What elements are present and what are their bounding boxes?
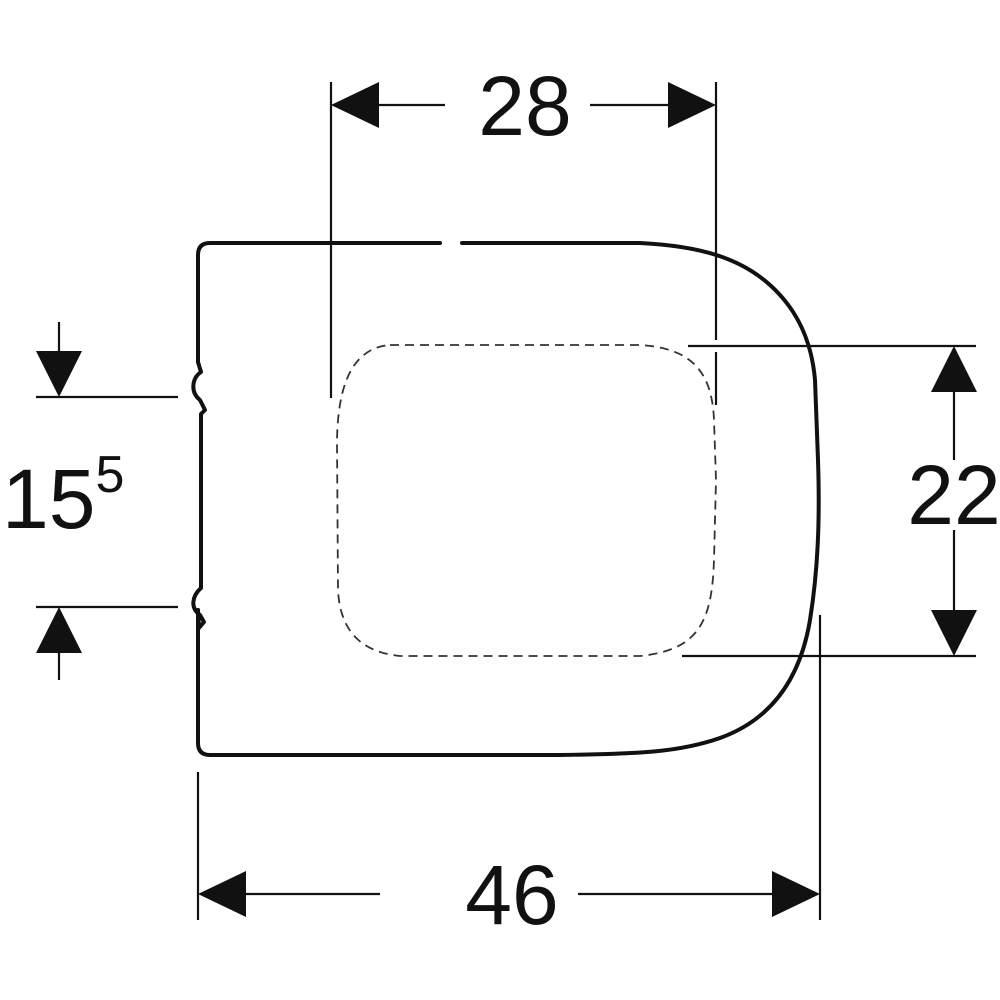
dimension-label-28: 28 — [478, 59, 571, 153]
inner-opening-hidden-line — [336, 344, 717, 657]
arrow-down-icon — [36, 351, 82, 397]
dimension-inner-depth: 22 — [682, 344, 1000, 920]
dimension-label-22: 22 — [907, 448, 1000, 542]
dimension-label-15-5: 155 — [2, 446, 124, 546]
arrow-up-icon — [931, 346, 977, 392]
arrow-down-icon — [931, 610, 977, 656]
dimension-label-46: 46 — [465, 848, 558, 942]
arrow-left-icon — [331, 82, 379, 128]
arrow-up-icon — [36, 607, 82, 653]
seat-outline — [191, 241, 821, 757]
arrow-right-icon — [772, 871, 820, 917]
dimension-inner-width: 28 — [329, 59, 718, 405]
arrow-right-icon — [668, 82, 716, 128]
dimension-overall-width: 46 — [196, 772, 820, 942]
arrow-left-icon — [198, 871, 246, 917]
dimension-hinge-spacing: 155 — [2, 322, 178, 680]
